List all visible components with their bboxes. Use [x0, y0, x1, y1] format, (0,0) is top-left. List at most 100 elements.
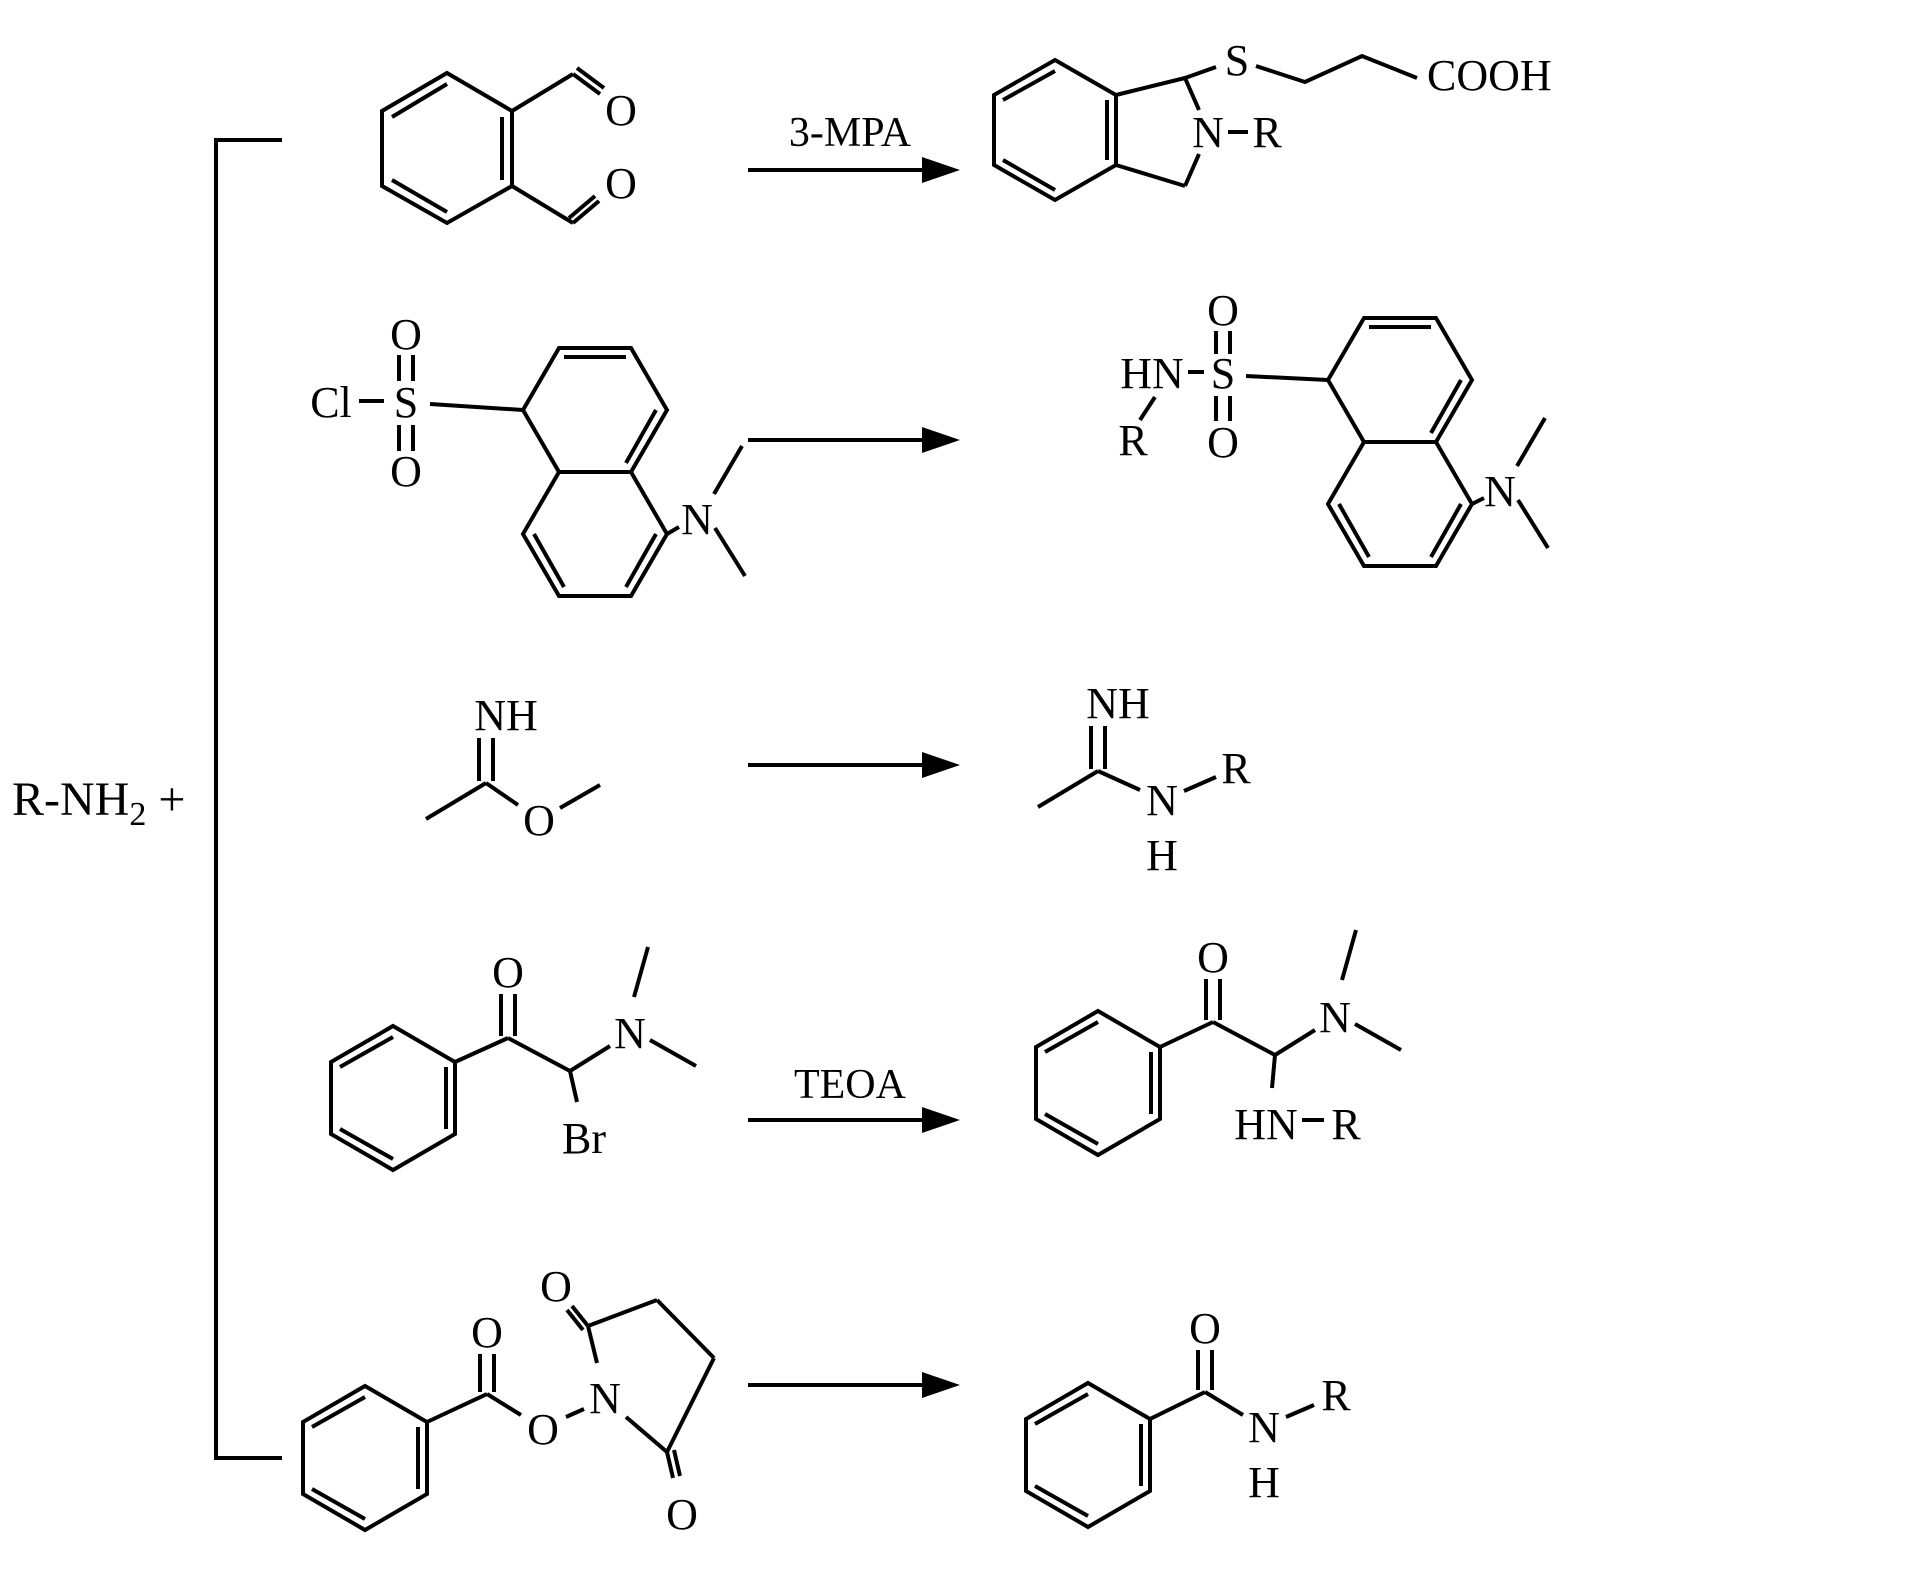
ring-n-bond — [1471, 496, 1485, 506]
product-amino-ketone: O N HN R — [1034, 929, 1402, 1158]
reaction-row-5: O O N O O O N H R — [301, 1262, 1351, 1539]
group-label-cooh: COOH — [1427, 51, 1552, 100]
n-r-bond — [1183, 775, 1217, 793]
atom-label-oxygen: O — [605, 86, 637, 135]
aromatic-double-bonds — [339, 1035, 448, 1161]
ring-c-bond — [426, 1392, 488, 1424]
atom-label-oxygen: O — [1189, 1304, 1221, 1353]
atom-label-nitrogen: N — [1192, 108, 1224, 157]
c-o-bond — [485, 1392, 523, 1417]
atom-label-oxygen: O — [1197, 933, 1229, 982]
substituent-label-r: R — [1118, 416, 1148, 465]
s-o-double-bond — [397, 425, 415, 451]
c-n-double-bond — [477, 738, 495, 781]
s-ring-bond — [429, 402, 524, 412]
substituent-label-r: R — [1252, 108, 1282, 157]
o-n-bond — [565, 1407, 585, 1419]
reaction-arrow-4: TEOA — [748, 1062, 960, 1133]
aromatic-double-bonds — [311, 1395, 420, 1521]
product-isoindoline-mpa-adduct: S COOH N R — [992, 36, 1552, 203]
atom-label-chlorine: Cl — [310, 378, 352, 427]
reaction-row-3: NH O NH N H R — [424, 679, 1251, 880]
reaction-row-2: Cl S O O N HN R S O O — [310, 286, 1550, 598]
benzene-ring — [301, 1383, 429, 1533]
naphthalene-ring-bottom — [1325, 440, 1475, 568]
benzene-ring — [1024, 1380, 1152, 1530]
n-methyl-bonds — [632, 946, 697, 1068]
carbonyl-double-bond — [499, 994, 517, 1036]
benzene-ring — [380, 70, 514, 226]
atom-label-oxygen: O — [390, 310, 422, 359]
reaction-row-1: O O 3-MPA S COOH N R — [380, 36, 1552, 226]
carbonyl-double-bond — [1196, 1350, 1214, 1390]
aromatic-double-bonds — [532, 355, 658, 588]
succinimide-ring-bonds — [586, 1298, 716, 1454]
carbonyl-double-bond — [478, 1354, 496, 1392]
c-s-bond — [1184, 65, 1217, 80]
group-label-hn: HN — [1234, 1100, 1298, 1149]
aromatic-double-bonds — [1002, 69, 1109, 192]
benzene-ring — [329, 1023, 457, 1173]
n-methyl-bonds — [1340, 929, 1402, 1052]
s-o-double-bond — [1214, 396, 1232, 421]
arrow-head — [922, 1372, 960, 1398]
reagent-label-3mpa: 3-MPA — [789, 110, 912, 156]
aromatic-double-bonds — [390, 82, 504, 214]
atom-label-h: H — [1248, 1458, 1280, 1507]
atom-label-oxygen: O — [540, 1262, 572, 1311]
naphthalene-ring-bottom — [520, 470, 670, 598]
product-benzamide: O N H R — [1024, 1304, 1351, 1530]
reactant-phenacyl-bromide: O N Br — [329, 946, 697, 1173]
ring-c-bond — [1149, 1390, 1206, 1421]
n-methyl-bonds — [1515, 416, 1550, 550]
atom-label-nitrogen: N — [1248, 1403, 1280, 1452]
atom-label-oxygen: O — [666, 1490, 698, 1539]
substrate-bracket — [214, 138, 282, 1460]
c-n-bond — [1203, 1390, 1245, 1417]
arrow-head — [922, 427, 960, 453]
carbonyl-double-bond — [565, 1304, 590, 1332]
atom-label-nitrogen: N — [1319, 993, 1351, 1042]
atom-label-nitrogen: N — [681, 495, 713, 544]
s-o-double-bond — [397, 355, 415, 381]
benzene-ring — [1034, 1008, 1162, 1158]
reactant-methyl-acetimidate: NH O — [424, 691, 601, 845]
amine-substrate: R-NH2+ — [12, 138, 282, 1460]
o-methyl-bond — [559, 783, 601, 810]
carbonyl-double-bond — [567, 194, 601, 225]
reactant-phthalaldehyde: O O — [380, 66, 637, 226]
group-label-nh: NH — [474, 691, 538, 740]
reactant-nhs-benzoate: O O N O O — [301, 1262, 716, 1539]
reaction-arrow-2 — [748, 427, 960, 453]
naphthalene-ring-top — [520, 346, 670, 474]
benzene-ring — [992, 57, 1118, 203]
plus-sign: + — [158, 773, 185, 826]
atom-label-h: H — [1146, 831, 1178, 880]
isoindoline-ring-bonds — [1115, 76, 1201, 188]
atom-label-oxygen: O — [523, 796, 555, 845]
atom-label-sulfur: S — [394, 378, 418, 427]
product-acetamidine: NH N H R — [1036, 679, 1251, 880]
reaction-row-4: O N Br TEOA O N HN R — [329, 929, 1402, 1173]
c-br-bond — [568, 1070, 579, 1103]
carbonyl-double-bond — [571, 66, 606, 96]
carbonyl-double-bond — [665, 1449, 682, 1479]
c-n-bond — [1270, 1054, 1277, 1089]
s-o-double-bond — [1214, 331, 1232, 354]
atom-label-oxygen: O — [605, 159, 637, 208]
arrow-head — [922, 157, 960, 183]
skeleton-bonds — [454, 1036, 612, 1073]
atom-label-sulfur: S — [1225, 36, 1249, 85]
substituent-label-r: R — [1221, 744, 1251, 793]
atom-label-oxygen: O — [492, 948, 524, 997]
atom-label-oxygen: O — [527, 1405, 559, 1454]
group-label-hn: HN — [1120, 349, 1184, 398]
substituent-label-r: R — [1321, 1371, 1351, 1420]
arrow-head — [922, 752, 960, 778]
aromatic-double-bonds — [1044, 1020, 1153, 1146]
n-r-bond — [1138, 395, 1157, 422]
reactant-dansyl-chloride: Cl S O O N — [310, 310, 747, 598]
group-label-nh: NH — [1086, 679, 1150, 728]
